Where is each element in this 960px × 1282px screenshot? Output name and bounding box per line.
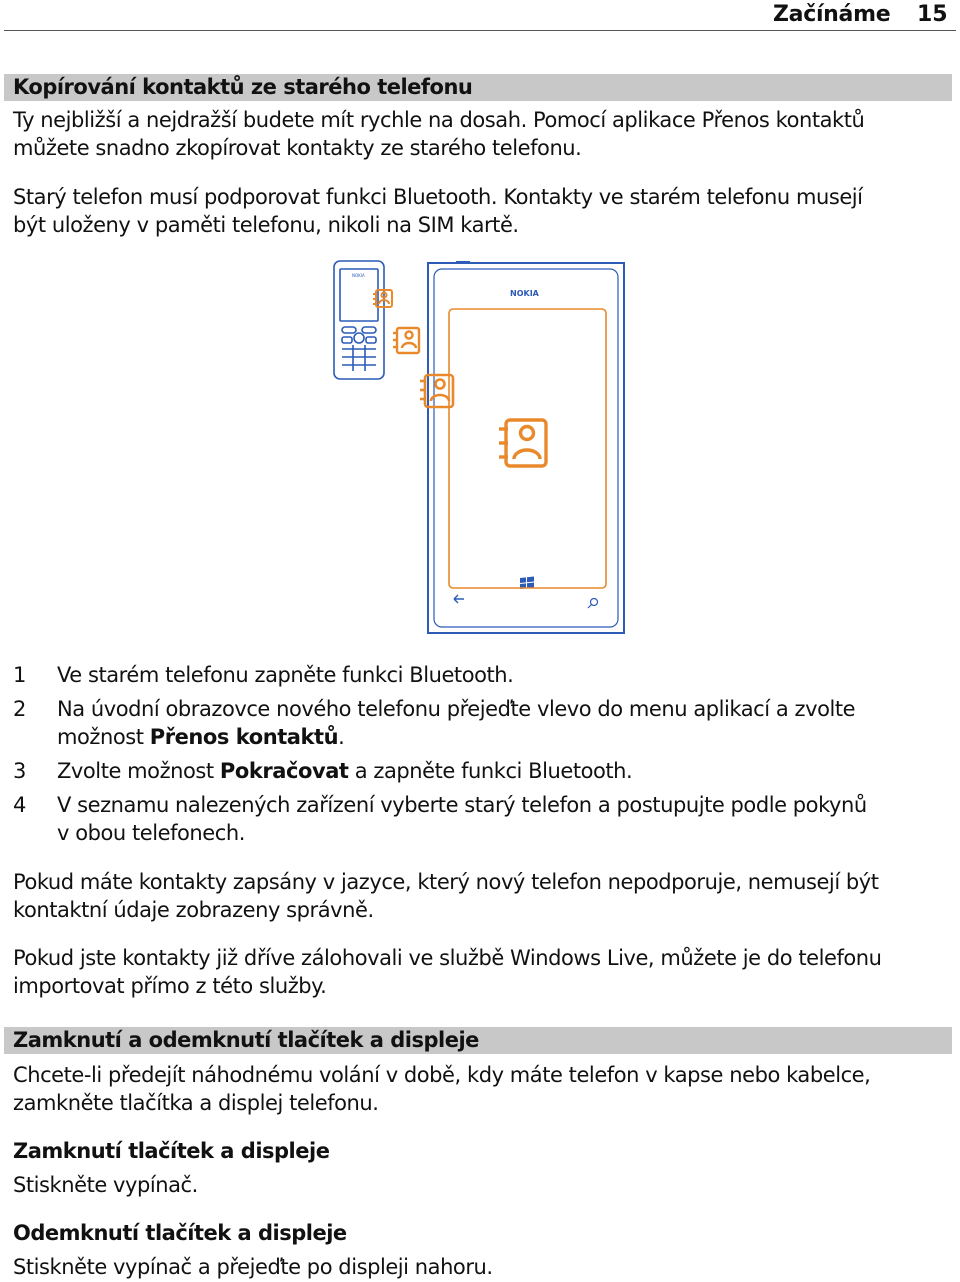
section-heading-lock-keys: Zamknutí a odemknutí tlačítek a displeje: [4, 1027, 952, 1054]
step-text: V seznamu nalezených zařízení vyberte st…: [57, 793, 867, 817]
note-line: Pokud máte kontakty zapsány v jazyce, kt…: [13, 870, 879, 894]
old-phone-image: [333, 260, 385, 380]
requirement-line-2: být uloženy v paměti telefonu, nikoli na…: [13, 213, 519, 237]
windows-logo-icon: [520, 576, 534, 590]
lock-intro-line-2: zamkněte tlačítka a displej telefonu.: [13, 1091, 379, 1115]
note-line: importovat přímo z této služby.: [13, 974, 327, 998]
unlock-instruction: Stiskněte vypínač a přejeďte po displeji…: [13, 1255, 493, 1279]
step-number: 3: [13, 759, 27, 783]
contact-transfer-illustration: NOKIA NOKIA: [333, 260, 625, 634]
step-number: 2: [13, 697, 27, 721]
step-text: Na úvodní obrazovce nového telefonu přej…: [57, 697, 856, 721]
new-phone-brand: NOKIA: [510, 289, 540, 298]
step-text: Ve starém telefonu zapněte funkci Blueto…: [57, 663, 514, 687]
chapter-title: Začínáme: [773, 2, 891, 27]
header-divider: [4, 30, 956, 31]
step-number: 4: [13, 793, 27, 817]
contact-card-icon-large: [420, 373, 455, 409]
step-text-part: Zvolte možnost: [57, 759, 220, 783]
note-line: kontaktní údaje zobrazeny správně.: [13, 898, 374, 922]
section-heading-copy-contacts: Kopírování kontaktů ze starého telefonu: [4, 74, 952, 101]
unlock-subheading: Odemknutí tlačítek a displeje: [13, 1221, 347, 1245]
contact-card-icon-medium: [393, 326, 421, 355]
step-text-continued: možnost Přenos kontaktů.: [57, 723, 952, 751]
step-number: 1: [13, 663, 27, 687]
note-line: Pokud jste kontakty již dříve zálohovali…: [13, 946, 882, 970]
requirement-line-1: Starý telefon musí podporovat funkci Blu…: [13, 185, 863, 209]
lock-instruction: Stiskněte vypínač.: [13, 1173, 198, 1197]
new-phone-image: [427, 261, 625, 634]
page-number: 15: [917, 2, 948, 27]
intro-line-2: můžete snadno zkopírovat kontakty ze sta…: [13, 136, 582, 160]
new-phone-screen: [448, 308, 607, 589]
contact-card-icon-small: [373, 289, 393, 308]
app-name-label: Přenos kontaktů: [149, 725, 339, 749]
step-text-part: možnost: [57, 725, 150, 749]
option-name-label: Pokračovat: [219, 759, 349, 783]
lock-intro-line-1: Chcete-li předejít náhodnému volání v do…: [13, 1063, 871, 1087]
old-phone-brand: NOKIA: [352, 273, 365, 278]
step-text-part: a zapněte funkci Bluetooth.: [348, 759, 633, 783]
intro-line-1: Ty nejbližší a nejdražší budete mít rych…: [13, 108, 865, 132]
step-text-part: .: [338, 725, 345, 749]
step-text-continued: v obou telefonech.: [57, 821, 245, 845]
lock-subheading: Zamknutí tlačítek a displeje: [13, 1139, 330, 1163]
page-header: Začínáme 15: [0, 0, 960, 31]
contact-card-icon-on-screen: [499, 418, 548, 468]
step-text: Zvolte možnost Pokračovat a zapněte funk…: [57, 757, 952, 785]
